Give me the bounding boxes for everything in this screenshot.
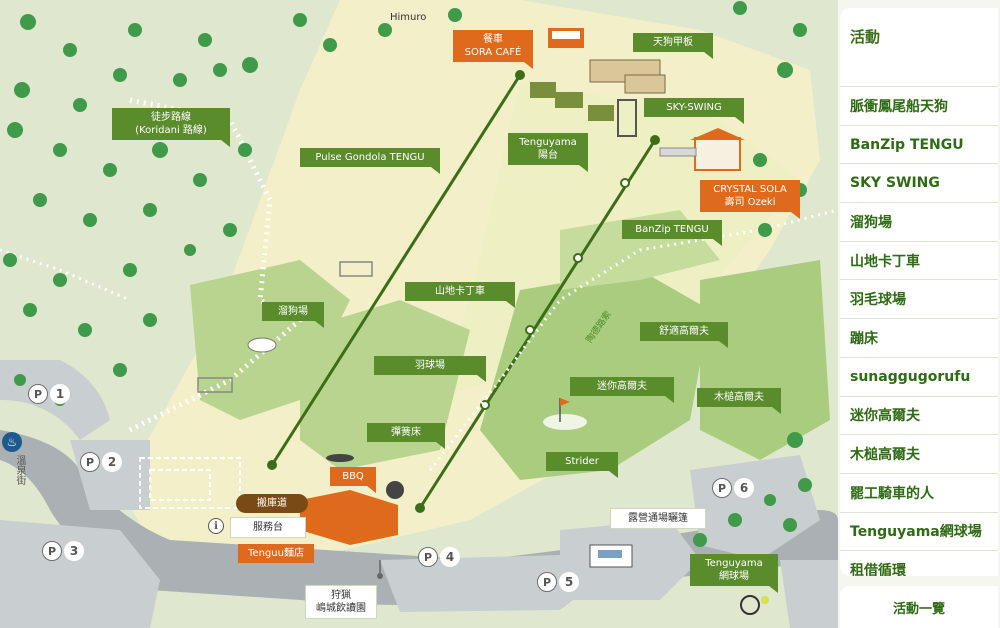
label-buggy[interactable]: 山地卡丁車 [405, 282, 515, 308]
label-crystal-sola[interactable]: CRYSTAL SOLA 壽司 Ozeki [700, 180, 800, 219]
parking-marker-4[interactable]: P 4 [418, 547, 460, 567]
parking-number: 5 [559, 572, 579, 592]
label-koridani-line1: 徒步路線 [151, 112, 191, 123]
label-trampoline[interactable]: 彈簧床 [367, 423, 445, 449]
label-crystal-line2: 壽司 Ozeki [724, 197, 776, 208]
label-sora-cafe[interactable]: 餐車 SORA CAFÉ [453, 30, 533, 69]
label-hot-spring-street: 溫泉街 [14, 455, 25, 485]
map-terrain [0, 0, 838, 628]
label-sora-cafe-line2: SORA CAFÉ [464, 47, 522, 58]
label-tenguu-shop[interactable]: Tenguu麵店 [238, 544, 314, 563]
label-comfort-golf[interactable]: 舒適高爾夫 [640, 322, 728, 348]
park-map[interactable]: Himuro 餐車 SORA CAFÉ 天狗甲板 徒步路線 (Koridani … [0, 0, 838, 628]
parking-marker-5[interactable]: P 5 [537, 572, 579, 592]
label-sky-swing[interactable]: SKY-SWING [644, 98, 744, 124]
label-koridani-route[interactable]: 徒步路線 (Koridani 路線) [112, 108, 230, 147]
activity-item-badminton[interactable]: 羽毛球場 [840, 279, 998, 318]
label-service-desk[interactable]: 服務台 [230, 517, 306, 538]
hot-spring-icon: ♨ [2, 432, 22, 452]
label-mini-golf[interactable]: 迷你高爾夫 [570, 377, 674, 403]
parking-number: 6 [734, 478, 754, 498]
parking-icon: P [418, 547, 438, 567]
label-tennis-line1: Tenguyama [705, 558, 763, 569]
activity-list: 脈衝鳳尾船天狗 BanZip TENGU SKY SWING 溜狗場 山地卡丁車… [840, 86, 998, 576]
label-tennis-court[interactable]: Tenguyama 網球場 [690, 554, 778, 593]
activity-item-mallet-golf[interactable]: 木槌高爾夫 [840, 434, 998, 473]
activity-sidebar: 活動 脈衝鳳尾船天狗 BanZip TENGU SKY SWING 溜狗場 山地… [838, 0, 1000, 628]
activity-item-mini-golf[interactable]: 迷你高爾夫 [840, 395, 998, 435]
label-bbq[interactable]: BBQ [330, 467, 376, 493]
activity-item-rental-cycle[interactable]: 租借循環 [840, 550, 998, 576]
label-sora-cafe-line1: 餐車 [483, 34, 503, 45]
label-crystal-line1: CRYSTAL SOLA [713, 184, 787, 195]
parking-icon: P [80, 452, 100, 472]
activity-item-banzip[interactable]: BanZip TENGU [840, 124, 998, 164]
activity-item-gondola[interactable]: 脈衝鳳尾船天狗 [840, 86, 998, 125]
sidebar-title: 活動 [850, 28, 881, 46]
parking-icon: P [712, 478, 732, 498]
activity-list-button[interactable]: 活動一覽 [840, 586, 998, 628]
label-badminton[interactable]: 羽球場 [374, 356, 486, 382]
label-tennis-line2: 網球場 [719, 571, 749, 582]
parking-number: 3 [64, 541, 84, 561]
label-tenguyama-sun-line2: 陽台 [538, 150, 558, 161]
parking-number: 2 [102, 452, 122, 472]
label-koridani-line2: (Koridani 路線) [135, 125, 207, 136]
activity-item-trampoline[interactable]: 蹦床 [840, 318, 998, 357]
activity-item-buggy[interactable]: 山地卡丁車 [840, 240, 998, 280]
label-dog-run[interactable]: 溜狗場 [262, 302, 324, 328]
parking-icon: P [537, 572, 557, 592]
label-tengu-deck[interactable]: 天狗甲板 [633, 33, 713, 59]
parking-marker-2[interactable]: P 2 [80, 452, 122, 472]
label-camping[interactable]: 露營通場曬篷 [610, 508, 706, 529]
activity-item-sky-swing[interactable]: SKY SWING [840, 163, 998, 202]
label-gondola[interactable]: Pulse Gondola TENGU [300, 148, 440, 174]
label-tenguyama-sun-line1: Tenguyama [519, 137, 577, 148]
label-tenguyama-sun-deck[interactable]: Tenguyama 陽台 [508, 133, 588, 172]
label-banzip[interactable]: BanZip TENGU [622, 220, 722, 246]
label-hunting-garden[interactable]: 狩猟 嶋城飲讀園 [305, 585, 377, 619]
label-garden-line2: 嶋城飲讀園 [316, 603, 366, 614]
label-himuro: Himuro [390, 12, 427, 23]
parking-marker-1[interactable]: P 1 [28, 384, 70, 404]
activity-item-tennis[interactable]: Tenguyama網球場 [840, 511, 998, 551]
parking-icon: P [42, 541, 62, 561]
activity-item-sunaggugorufu[interactable]: sunaggugorufu [840, 356, 998, 396]
activity-item-strider[interactable]: 罷工騎車的人 [840, 472, 998, 512]
label-rental[interactable]: 搬庫道 [236, 494, 308, 513]
label-mallet-golf[interactable]: 木槌高爾夫 [697, 388, 781, 414]
parking-icon: P [28, 384, 48, 404]
parking-marker-6[interactable]: P 6 [712, 478, 754, 498]
label-strider[interactable]: Strider [546, 452, 618, 478]
activity-panel: 活動 脈衝鳳尾船天狗 BanZip TENGU SKY SWING 溜狗場 山地… [840, 8, 998, 576]
label-garden-line1: 狩猟 [331, 590, 351, 601]
activity-item-dog-run[interactable]: 溜狗場 [840, 202, 998, 241]
parking-number: 4 [440, 547, 460, 567]
parking-number: 1 [50, 384, 70, 404]
info-icon[interactable]: i [208, 518, 224, 534]
parking-marker-3[interactable]: P 3 [42, 541, 84, 561]
